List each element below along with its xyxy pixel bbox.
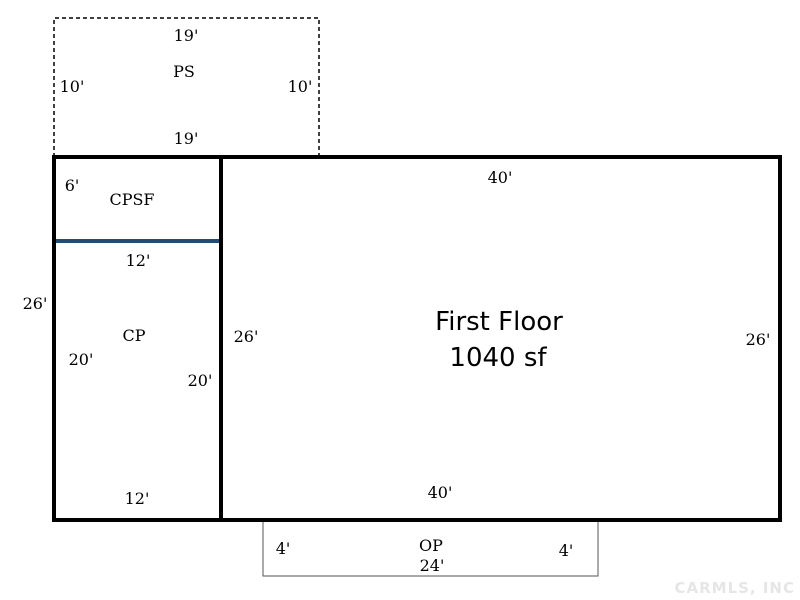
cp-left-dimension: 20'	[69, 350, 94, 369]
main-right-dimension: 26'	[746, 330, 771, 349]
main-bottom-dimension: 40'	[428, 483, 453, 502]
cpsf-side-dimension: 6'	[65, 176, 80, 195]
main-room-title: First Floor	[435, 307, 563, 337]
ps-name: PS	[173, 62, 195, 81]
main-left-dimension: 26'	[234, 327, 259, 346]
ps-top-dimension: 19'	[174, 26, 199, 45]
overall-left-dimension: 26'	[23, 294, 48, 313]
cp-name: CP	[122, 326, 145, 345]
main-room-area: 1040 sf	[449, 343, 547, 373]
op-width-dimension: 24'	[420, 556, 445, 575]
cp-right-dimension: 20'	[188, 371, 213, 390]
watermark: CARMLS, INC	[674, 579, 795, 597]
ps-right-dimension: 10'	[288, 77, 313, 96]
cp-bottom-dimension: 12'	[125, 489, 150, 508]
main-room-outline	[219, 155, 782, 522]
cp-top-dimension: 12'	[126, 251, 151, 270]
ps-left-dimension: 10'	[60, 77, 85, 96]
op-name: OP	[419, 536, 443, 555]
ps-bottom-dimension: 19'	[174, 129, 199, 148]
op-right-dimension: 4'	[559, 541, 574, 560]
op-left-dimension: 4'	[276, 539, 291, 558]
main-top-dimension: 40'	[488, 168, 513, 187]
cpsf-name: CPSF	[109, 190, 154, 209]
